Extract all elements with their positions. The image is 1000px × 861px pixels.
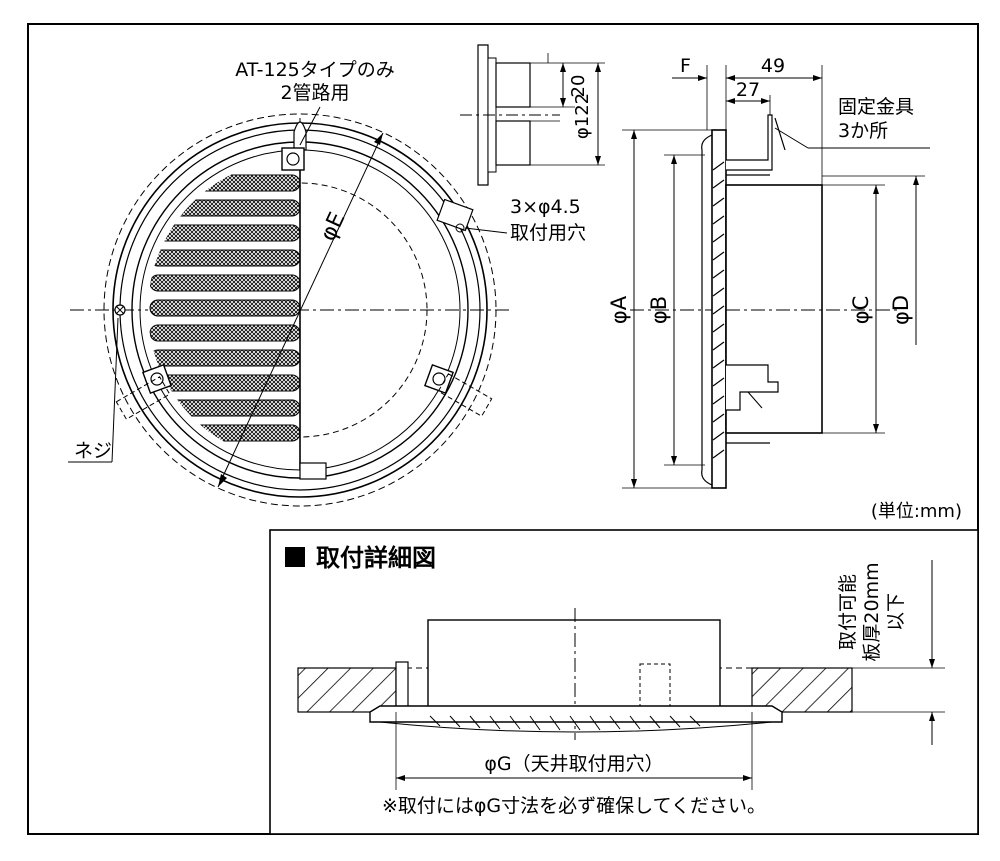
- label-at125: AT-125タイプのみ: [235, 59, 395, 81]
- label-fixing-bracket: 固定金具: [838, 96, 914, 118]
- two-duct-side-view: [460, 44, 605, 186]
- side-view: [630, 114, 900, 489]
- label-dim-49: 49: [761, 55, 785, 77]
- title-square-icon: [285, 547, 305, 567]
- label-dim-20: 20: [568, 75, 589, 98]
- label-phi-b: φB: [647, 296, 671, 324]
- label-dim-f: F: [680, 55, 691, 77]
- detail-phi-g: φG（天井取付用穴）: [484, 753, 663, 775]
- label-dim-27: 27: [736, 79, 760, 101]
- detail-thickness-line3: 以下: [885, 593, 907, 631]
- unit-label: (単位:mm): [871, 501, 962, 522]
- label-dim-phi122: φ122: [572, 93, 593, 139]
- label-phi-c: φC: [849, 296, 873, 325]
- installation-detail-panel: 取付詳細図: [269, 529, 979, 835]
- label-three-places: 3か所: [838, 120, 888, 142]
- detail-title: 取付詳細図: [316, 544, 436, 572]
- label-screw: ネジ: [74, 440, 112, 462]
- front-view: [70, 113, 510, 507]
- label-phi-a: φA: [607, 295, 631, 324]
- label-mount-hole: 取付用穴: [510, 222, 586, 244]
- detail-note: ※取付にはφG寸法を必ず確保してください。: [382, 795, 766, 817]
- label-two-duct: 2管路用: [280, 82, 349, 104]
- detail-thickness-line1: 取付可能: [837, 574, 859, 650]
- label-hole-spec: 3×φ4.5: [510, 196, 581, 218]
- label-phi-d: φD: [889, 295, 913, 325]
- detail-thickness-line2: 板厚20mm: [861, 562, 883, 661]
